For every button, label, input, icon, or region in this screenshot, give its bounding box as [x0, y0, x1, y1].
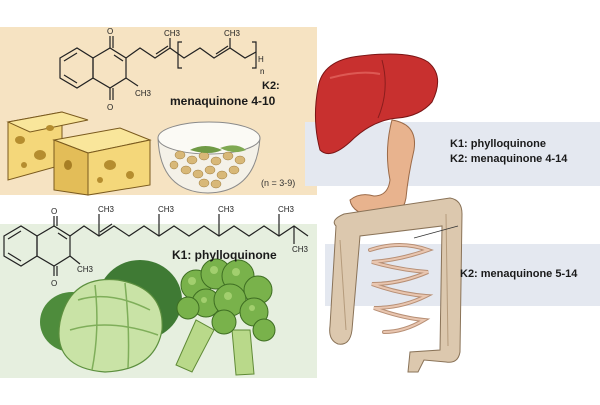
k2-subscript-n: n: [260, 67, 264, 76]
k1-methyl-2: CH3: [158, 205, 175, 214]
k2-methyl-chain-2: CH3: [224, 29, 241, 38]
pointer-line: [413, 225, 459, 239]
k2-oxygen-bottom: O: [107, 103, 113, 112]
k2-methyl-chain-1: CH3: [164, 29, 181, 38]
k2-terminal-h: H: [258, 55, 264, 64]
lower-band-background: [325, 244, 600, 306]
k1-methyl-3: CH3: [218, 205, 235, 214]
upper-band-label-k2: K2: menaquinone 4-14: [450, 153, 568, 165]
natto-bowl-illustration: [157, 121, 261, 194]
k1-oxygen-top: O: [51, 207, 57, 216]
k1-methyl-ring: CH3: [77, 265, 94, 274]
upper-band-label-k1: K1: phylloquinone: [450, 138, 546, 150]
k1-methyl-4: CH3: [278, 205, 295, 214]
liver-illustration: [314, 53, 439, 155]
repeat-note: (n = 3-9): [261, 178, 295, 188]
broccoli-illustration: [175, 258, 276, 376]
k1-methyl-1: CH3: [98, 205, 115, 214]
cabbage-illustration: [40, 260, 182, 373]
k2-label-name: menaquinone 4-10: [170, 94, 276, 108]
k1-label: K1: phylloquinone: [172, 248, 277, 262]
menaquinone-structure: [59, 36, 257, 100]
k1-methyl-5: CH3: [292, 245, 309, 254]
k2-methyl-ring: CH3: [135, 89, 152, 98]
k2-oxygen-top: O: [107, 27, 113, 36]
k2-label: K2:: [262, 80, 280, 92]
phylloquinone-structure: [3, 214, 309, 276]
k2-label-line1: K2:: [262, 80, 280, 92]
menaquinone-atom-labels: O O CH3 CH3 CH3 H n: [107, 27, 264, 112]
k1-oxygen-bottom: O: [51, 279, 57, 288]
intestine-illustration: [329, 197, 463, 373]
phylloquinone-atom-labels: O O CH3 CH3 CH3 CH3 CH3 CH3: [51, 205, 309, 288]
cheese-illustration: [6, 111, 152, 196]
lower-band-label: K2: menaquinone 5-14: [460, 268, 578, 280]
